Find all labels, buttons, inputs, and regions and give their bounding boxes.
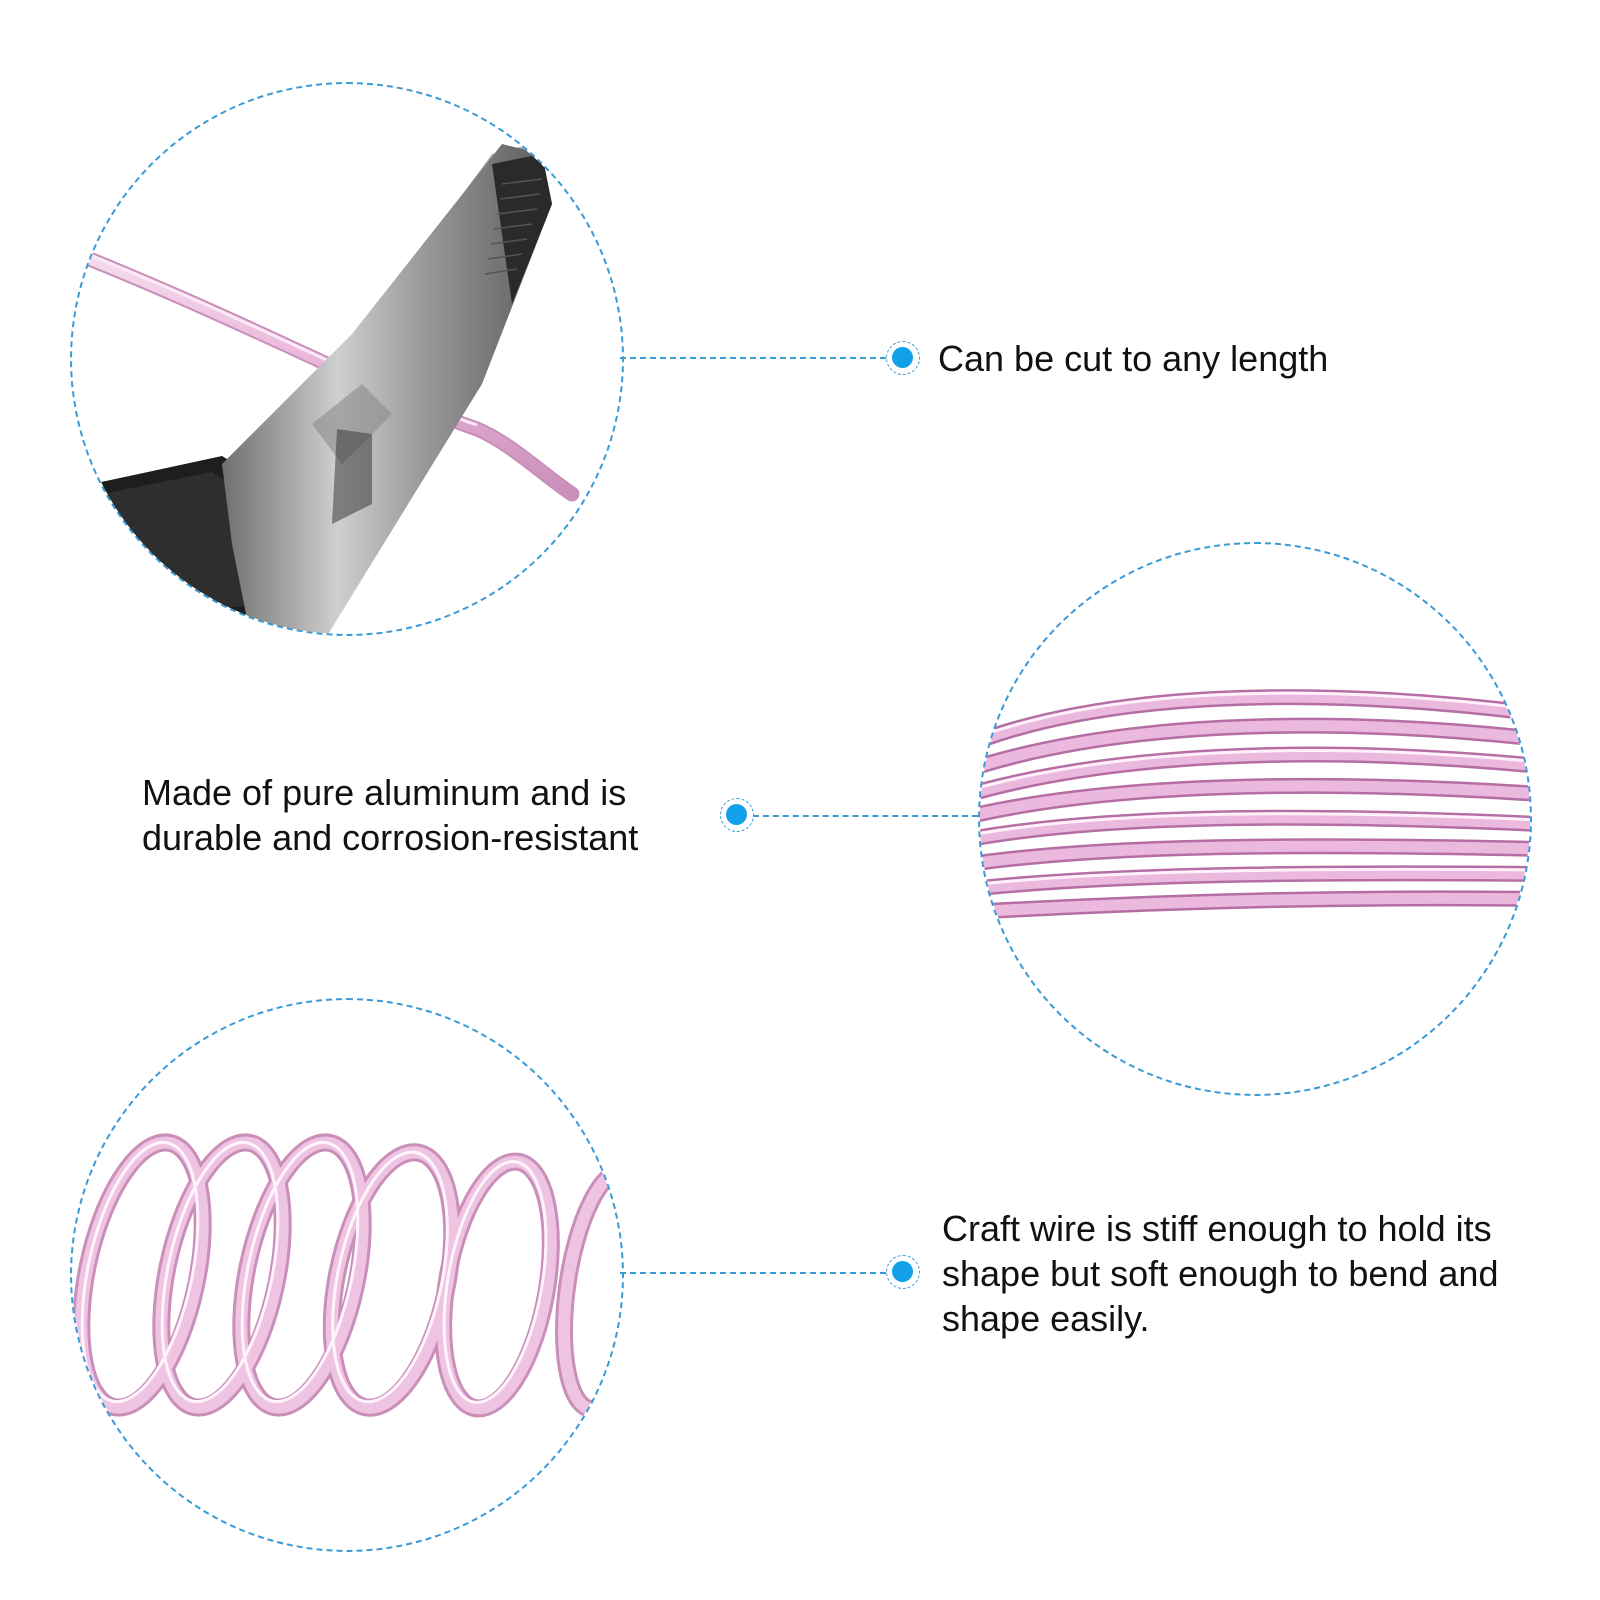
feature-label-flexibility: Craft wire is stiff enough to hold its s… bbox=[942, 1208, 1499, 1339]
wire-coil-icon bbox=[980, 689, 1530, 920]
bullet-dot-2 bbox=[720, 798, 754, 832]
bullet-dot-3 bbox=[886, 1255, 920, 1289]
wire-spring-image bbox=[70, 998, 624, 1552]
connector-line-1 bbox=[620, 357, 886, 359]
feature-label-cut: Can be cut to any length bbox=[938, 338, 1329, 379]
connector-line-3 bbox=[620, 1272, 886, 1274]
connector-line-2 bbox=[753, 815, 978, 817]
pliers-image bbox=[70, 82, 624, 636]
wire-coil-image bbox=[978, 542, 1532, 1096]
feature-label-material: Made of pure aluminum and is durable and… bbox=[142, 772, 639, 858]
bullet-dot-1 bbox=[886, 341, 920, 375]
pliers-cutting-wire-icon bbox=[74, 144, 580, 634]
wire-spring-icon bbox=[72, 1133, 622, 1418]
